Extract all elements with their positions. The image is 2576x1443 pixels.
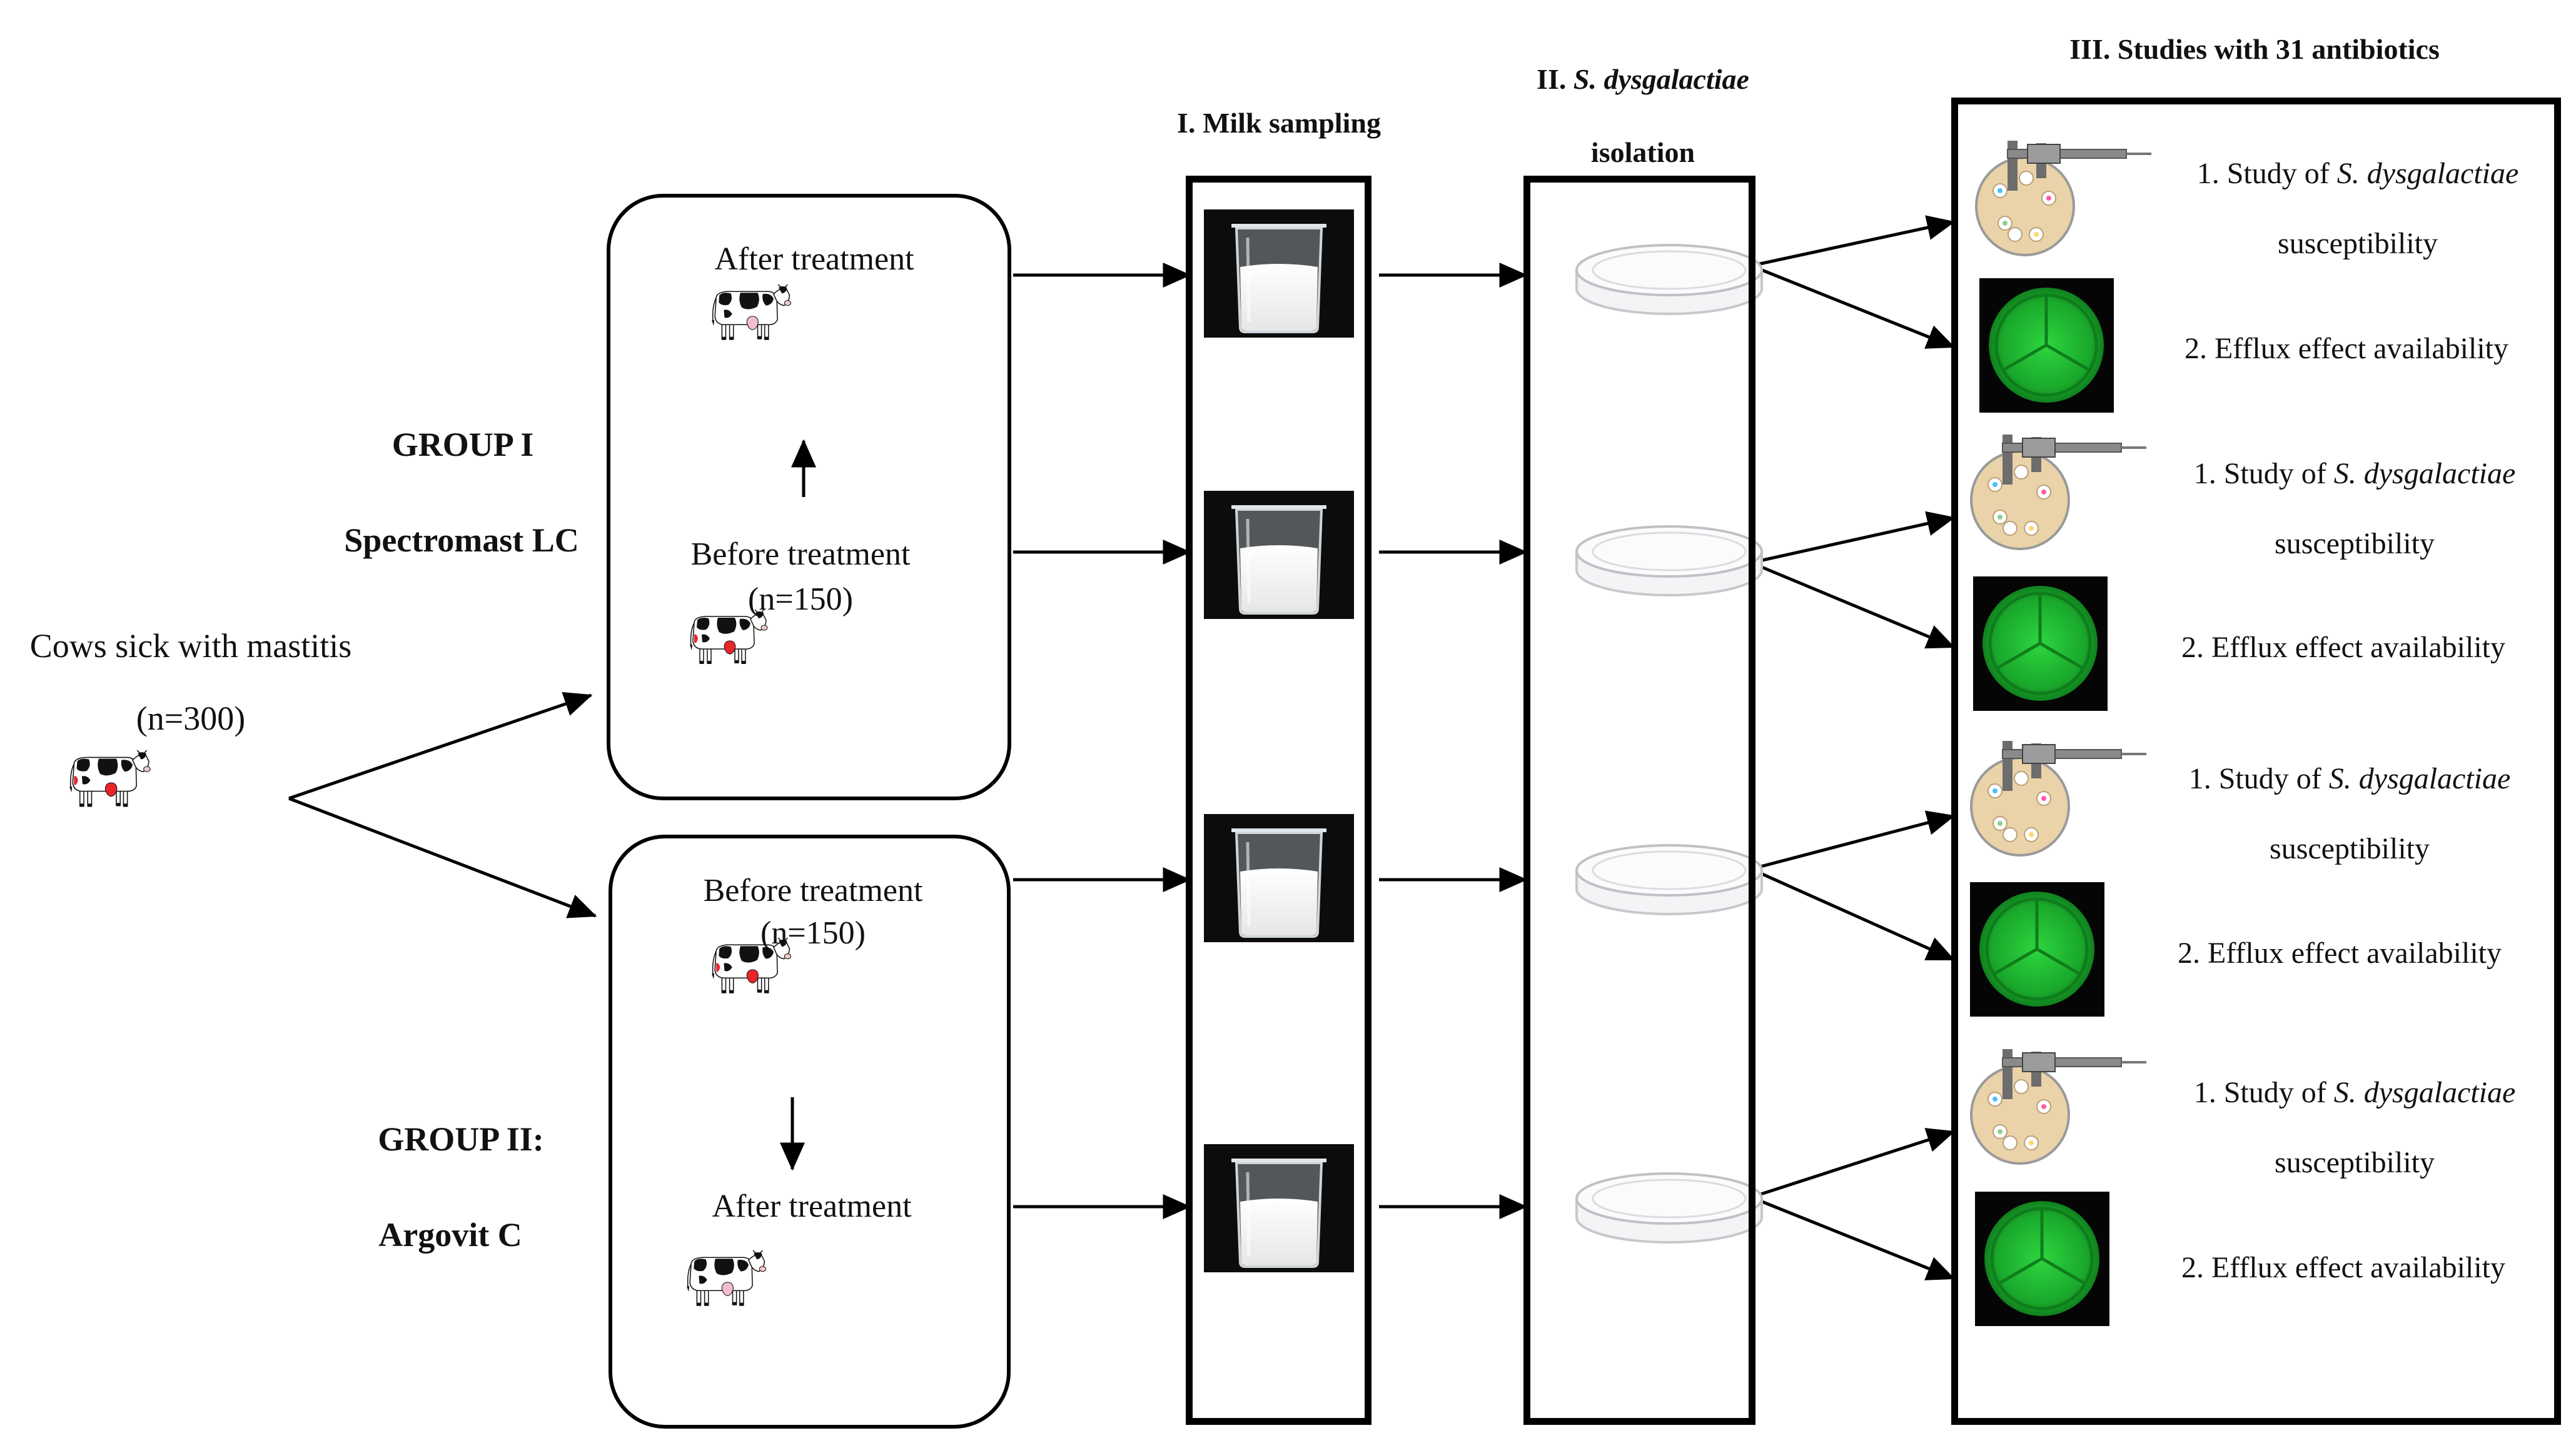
study-line-1: 1. Study of S. dysgalactiae — [2193, 457, 2516, 490]
milk-sampling-title: I. Milk sampling — [1177, 107, 1381, 139]
group-ii-before-count: (n=150) — [760, 915, 866, 951]
fluorescent-plate-icon — [1970, 882, 2104, 1017]
caliper-plate-icon — [1975, 141, 2151, 256]
antibiotics-title: III. Studies with 31 antibiotics — [2069, 33, 2440, 65]
group-ii-box — [609, 835, 1011, 1429]
flow-arrow — [1750, 810, 1956, 871]
flow-arrow — [288, 691, 593, 800]
petri-dish-icon — [1575, 1172, 1763, 1244]
study-line-1: 1. Study of S. dysgalactiae — [2193, 1076, 2516, 1109]
cow-icon — [712, 937, 792, 993]
milk-sampling-box — [1186, 176, 1371, 1425]
isolation-species: S. dysgalactiae — [1573, 63, 1749, 95]
beaker-icon — [1204, 1144, 1354, 1272]
flow-arrow — [1750, 867, 1956, 962]
petri-dish-icon — [1575, 244, 1763, 315]
cows-count: (n=300) — [136, 700, 246, 737]
flow-arrow — [1750, 264, 1956, 349]
flow-arrow — [1750, 561, 1956, 649]
study-line-2: susceptibility — [2275, 1146, 2435, 1179]
fluorescent-plate-icon — [1973, 576, 2108, 711]
caliper-plate-icon — [1970, 435, 2146, 550]
isolation-title: II. S. dysgalactiae — [1537, 63, 1749, 95]
equipment-icons — [1204, 141, 2151, 1326]
group-i-box — [607, 194, 1011, 800]
flow-arrow — [1750, 215, 1956, 268]
group-ii-treatment: Argovit C — [378, 1216, 522, 1254]
group-i-before-label: Before treatment — [690, 536, 911, 572]
group-i-title: GROUP I — [391, 426, 534, 463]
cow-icon — [687, 1250, 767, 1306]
caliper-plate-icon — [1970, 741, 2146, 857]
caliper-plate-icon — [1970, 1049, 2146, 1165]
study-line-1: 1. Study of S. dysgalactiae — [2196, 157, 2519, 190]
isolation-subtitle: isolation — [1590, 136, 1695, 168]
study-line-2: susceptibility — [2278, 227, 2438, 260]
efflux-line: 2. Efflux effect availability — [2177, 937, 2502, 970]
fluorescent-plate-icon — [1975, 1192, 2109, 1326]
petri-dish-icon — [1575, 525, 1763, 596]
efflux-line: 2. Efflux effect availability — [2184, 332, 2509, 365]
group-ii-before-label: Before treatment — [703, 873, 923, 908]
isolation-box — [1523, 176, 1755, 1425]
study-line-2: susceptibility — [2270, 832, 2430, 865]
petri-dish-icon — [1575, 844, 1763, 915]
group-ii-after-label: After treatment — [712, 1189, 912, 1224]
study-line-2: susceptibility — [2275, 527, 2435, 560]
flow-arrows — [288, 215, 1956, 1280]
beaker-icon — [1204, 491, 1354, 619]
cow-icon — [690, 609, 768, 664]
beaker-icon — [1204, 814, 1354, 942]
cows-label: Cows sick with mastitis — [29, 627, 352, 665]
cow-icon — [69, 750, 151, 807]
flow-arrow — [1750, 1128, 1956, 1199]
flow-arrow — [1750, 1195, 1956, 1280]
study-line-1: 1. Study of S. dysgalactiae — [2188, 762, 2511, 795]
group-ii-title: GROUP II: — [378, 1120, 544, 1158]
fluorescent-plate-icon — [1979, 278, 2114, 413]
group-i-treatment: Spectromast LC — [344, 521, 579, 559]
antibiotics-box — [1951, 98, 2561, 1425]
cow-icons — [69, 284, 792, 1306]
efflux-line: 2. Efflux effect availability — [2181, 631, 2506, 664]
flow-arrow — [288, 797, 597, 918]
flow-arrow — [1750, 511, 1956, 565]
efflux-line: 2. Efflux effect availability — [2181, 1251, 2506, 1284]
cow-icon — [712, 284, 792, 340]
group-i-after-label: After treatment — [714, 241, 914, 277]
group-i-before-count: (n=150) — [748, 581, 853, 617]
beaker-icon — [1204, 209, 1354, 338]
